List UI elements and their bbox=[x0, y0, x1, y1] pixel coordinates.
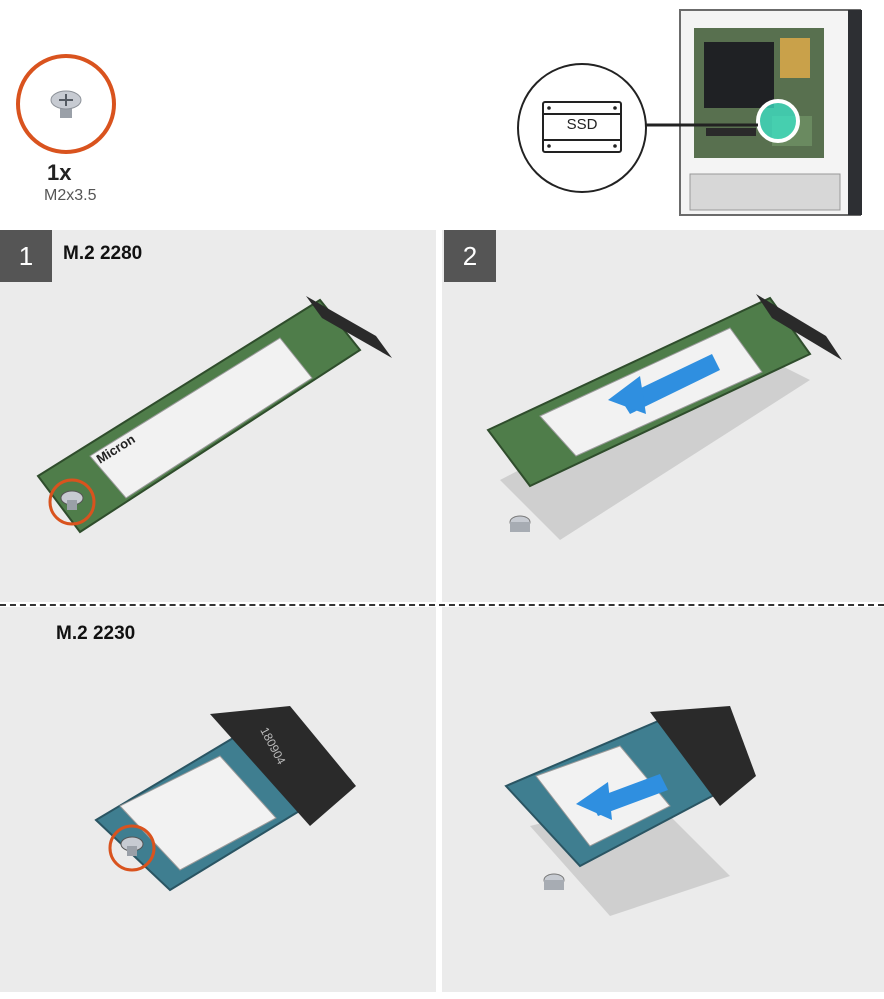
row-divider bbox=[0, 604, 884, 606]
screw-icon-installed-2230 bbox=[120, 836, 144, 856]
screw-count: 1x bbox=[47, 160, 72, 185]
m2-2280-card-with-screw: Micron bbox=[36, 296, 392, 534]
card-shadow bbox=[500, 350, 810, 540]
ssd-callout-circle bbox=[517, 63, 647, 193]
screw-icon-installed bbox=[60, 490, 84, 510]
removal-arrow-icon bbox=[608, 354, 720, 414]
computer-overview-illustration bbox=[679, 9, 862, 216]
ssd-card-2230: 180904 bbox=[94, 706, 356, 892]
screw-spec: M2x3.5 bbox=[44, 187, 97, 204]
screw-highlight-circle bbox=[16, 54, 116, 154]
step-1-badge: 1 bbox=[0, 230, 52, 282]
step-2-badge: 2 bbox=[444, 230, 496, 282]
standoff-icon bbox=[509, 515, 531, 532]
m2-2230-card-removal bbox=[504, 706, 756, 916]
screw-location-highlight-2230 bbox=[108, 824, 156, 872]
standoff-icon-2230 bbox=[543, 873, 565, 890]
ssd-location-highlight bbox=[756, 99, 800, 143]
screw-icon bbox=[50, 90, 82, 118]
row-label-2230: M.2 2230 bbox=[56, 623, 136, 644]
row-label-2280: M.2 2280 bbox=[63, 243, 143, 264]
screw-indicator bbox=[16, 54, 116, 154]
m2-2280-card-removal bbox=[486, 294, 842, 540]
removal-arrow-icon-2230 bbox=[576, 774, 668, 820]
ssd-card-2280: Micron bbox=[36, 296, 392, 534]
screw-location-highlight bbox=[48, 478, 96, 526]
ssd-label: SSD bbox=[566, 116, 598, 133]
ssd-icon bbox=[542, 101, 622, 153]
callout-connector bbox=[640, 123, 758, 127]
m2-2230-card-with-screw: 180904 bbox=[94, 706, 356, 892]
